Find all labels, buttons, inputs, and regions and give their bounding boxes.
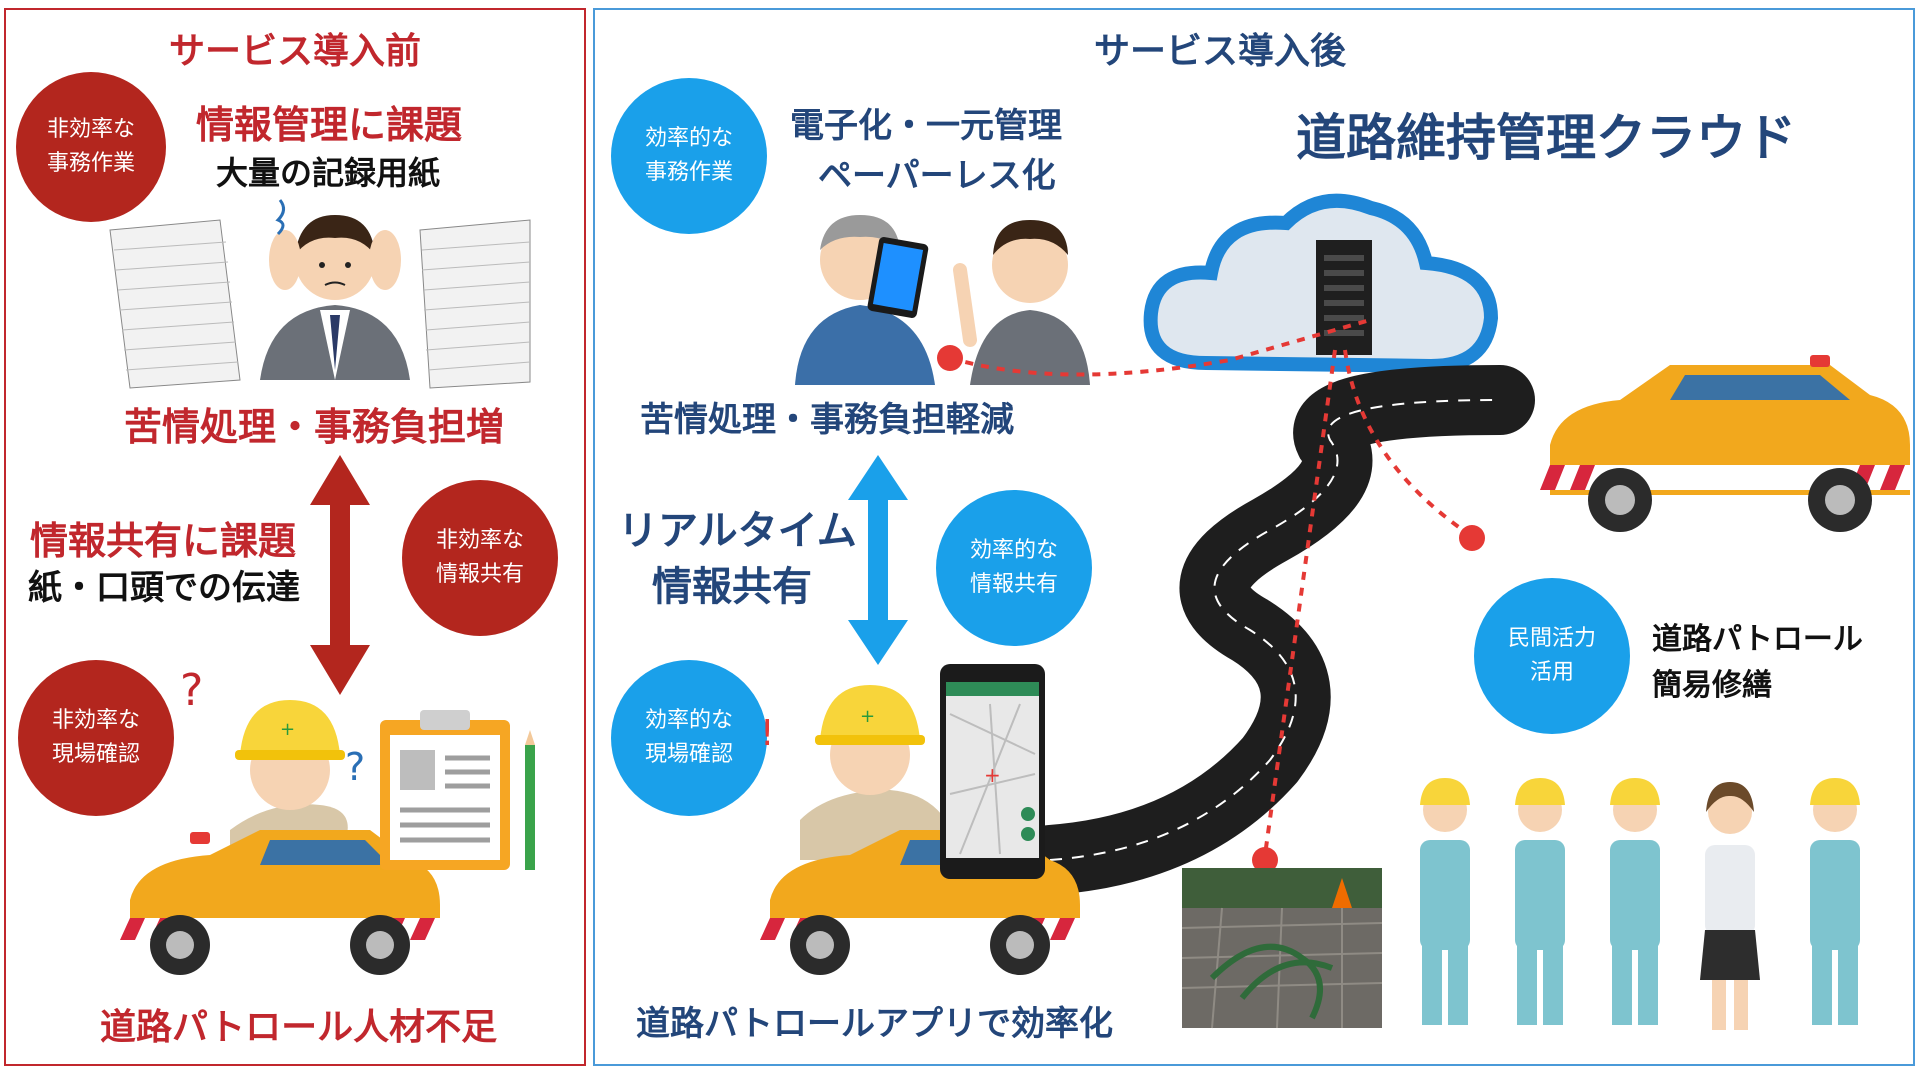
circle-efficient-site: 効率的な 現場確認 (611, 660, 767, 816)
after-title: サービス導入後 (1093, 31, 1346, 72)
svg-text:+: + (860, 706, 875, 727)
svg-text:+: + (280, 719, 295, 740)
connection-lines (937, 318, 1485, 873)
before-title: サービス導入前 (168, 31, 421, 72)
circle-line-2: 情報共有 (969, 572, 1058, 597)
sub-share: 紙・口頭での伝達 (28, 568, 300, 608)
heading-digital-1: 電子化・一元管理 (790, 106, 1062, 146)
damaged-road-photo-icon (1181, 868, 1383, 1029)
circle-line-1: 非効率な (46, 117, 135, 142)
clipboard-icon (380, 710, 535, 870)
svg-text:+: + (984, 763, 1001, 787)
before-panel (4, 8, 586, 1066)
double-arrow-red-icon (310, 455, 370, 695)
circle-efficient-share: 効率的な 情報共有 (936, 490, 1092, 646)
svg-text:?: ? (180, 665, 203, 716)
after-bottom: 道路パトロールアプリで効率化 (636, 1004, 1114, 1044)
circle-line-1: 非効率な (51, 708, 140, 733)
circle-line-2: 情報共有 (435, 562, 524, 587)
double-arrow-blue-icon (848, 455, 908, 665)
server-icon (1316, 240, 1372, 355)
circle-line-1: 非効率な (435, 528, 524, 553)
worker-group-icon (1420, 778, 1860, 1030)
circle-inefficient-site: 非効率な 現場確認 (18, 660, 174, 816)
cloud-title: 道路維持管理クラウド (1296, 109, 1796, 167)
heading-info-issue: 情報管理に課題 (196, 103, 463, 147)
circle-line-2: 事務作業 (644, 160, 733, 185)
circle-line-1: 効率的な (644, 708, 733, 733)
circle-line-2: 事務作業 (46, 151, 135, 176)
before-complaint: 苦情処理・事務負担増 (124, 405, 505, 449)
realtime-1: リアルタイム (618, 508, 857, 554)
after-panel (593, 8, 1915, 1066)
patrol-car-icon: ? ? + (120, 665, 440, 975)
svg-text:!: ! (760, 713, 774, 754)
smartphone-map-icon: + (940, 664, 1045, 879)
heading-share-issue: 情報共有に課題 (30, 519, 297, 563)
circle-line-1: 効率的な (969, 538, 1058, 563)
circle-line-1: 民間活力 (1507, 626, 1596, 651)
circle-line-2: 現場確認 (644, 742, 733, 767)
circle-inefficient-share: 非効率な 情報共有 (402, 480, 558, 636)
svg-text:?: ? (345, 745, 365, 789)
worried-man-icon (260, 199, 410, 380)
circle-line-1: 効率的な (644, 126, 733, 151)
before-bottom: 道路パトロール人材不足 (100, 1007, 498, 1048)
circle-inefficient-office: 非効率な 事務作業 (16, 72, 166, 222)
circle-private-sector: 民間活力 活用 (1474, 578, 1630, 734)
tablet-man-icon (795, 215, 1090, 385)
after-complaint: 苦情処理・事務負担軽減 (640, 400, 1014, 440)
sub-paper: 大量の記録用紙 (216, 154, 441, 192)
patrol-car-right-icon (1540, 355, 1910, 532)
heading-digital-2: ペーパーレス化 (818, 156, 1056, 196)
paper-stack-icon (109, 219, 531, 389)
realtime-2: 情報共有 (652, 564, 812, 610)
circle-line-2: 現場確認 (51, 742, 140, 767)
circle-line-2: 活用 (1529, 660, 1574, 685)
patrol-label-2: 簡易修繕 (1652, 668, 1772, 703)
patrol-label-1: 道路パトロール (1652, 622, 1863, 657)
road-icon (1015, 365, 1535, 895)
circle-efficient-office: 効率的な 事務作業 (611, 78, 767, 234)
